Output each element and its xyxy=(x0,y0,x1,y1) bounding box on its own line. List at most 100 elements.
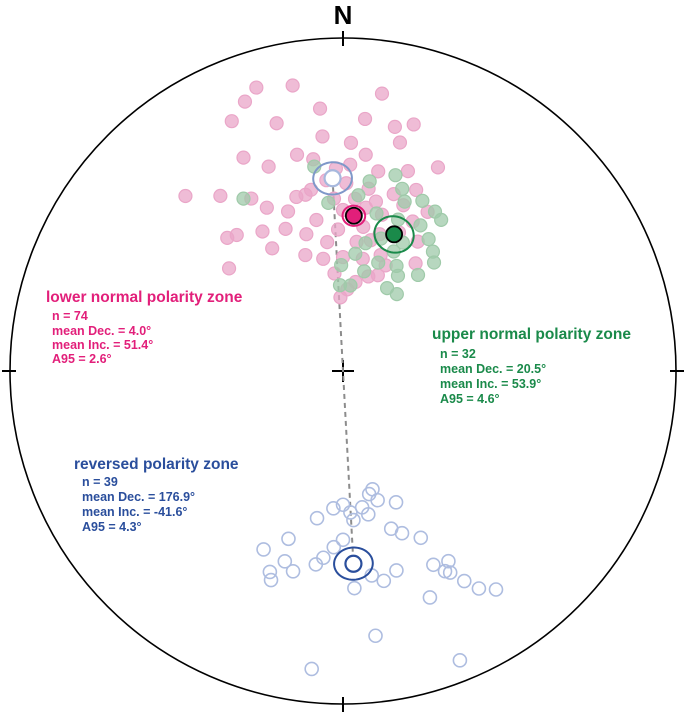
lower-normal-site-point xyxy=(330,222,346,237)
upper-normal-site-point xyxy=(351,188,366,203)
reversed-site-point xyxy=(285,564,301,579)
lower-normal-site-point xyxy=(285,78,300,93)
lower-normal-site-point xyxy=(371,164,386,179)
lower-normal-site-point xyxy=(249,80,264,95)
lower-normal-mean-marker xyxy=(344,206,363,225)
lower-normal-site-point xyxy=(320,235,335,250)
lower-normal-site-point xyxy=(289,189,304,205)
lower-normal-site-point xyxy=(343,135,359,150)
upper-normal-site-point xyxy=(426,255,442,270)
lower-normal-site-point xyxy=(236,150,251,165)
upper-normal-site-point xyxy=(358,236,373,251)
upper-normal-n: n = 32 xyxy=(440,347,476,361)
lower-normal-site-point xyxy=(298,247,313,263)
reversed-site-point xyxy=(365,481,380,497)
upper-normal-site-point xyxy=(362,174,377,189)
upper-normal-site-point xyxy=(379,281,395,296)
lower-normal-site-point xyxy=(224,114,239,129)
upper-normal-site-point xyxy=(413,218,428,233)
mean-direction-link xyxy=(331,178,355,564)
lower-normal-site-point xyxy=(309,212,324,228)
reversed-site-point xyxy=(376,573,392,589)
reversed-site-point xyxy=(471,581,487,596)
lower-normal-site-point xyxy=(265,241,280,256)
reversed-site-point xyxy=(309,510,325,526)
lower-normal-site-point xyxy=(392,135,408,150)
lower-normal-site-point xyxy=(409,182,424,198)
lower-normal-site-point xyxy=(312,101,328,116)
lower-normal-site-point xyxy=(278,221,293,236)
reversed-site-point xyxy=(426,557,441,573)
upper-normal-site-point xyxy=(321,195,336,210)
reversed-site-point xyxy=(488,582,504,597)
reversed-site-point xyxy=(256,542,271,557)
lower-normal-site-point xyxy=(357,111,373,127)
reversed-site-point xyxy=(304,661,319,677)
reversed-antipode-confidence-circle xyxy=(312,161,353,196)
lower-normal-site-point xyxy=(333,290,348,305)
reversed-site-point xyxy=(347,580,362,596)
lower-normal-site-point xyxy=(178,188,193,204)
reversed-site-point xyxy=(389,563,404,578)
reversed-site-point xyxy=(263,572,279,588)
upper-normal-mean-marker xyxy=(385,225,404,244)
lower-normal-site-point xyxy=(315,129,330,144)
reversed-title: reversed polarity zone xyxy=(74,456,239,473)
lower-normal-site-point xyxy=(374,86,390,101)
lower-normal-site-point xyxy=(261,159,276,174)
lower-normal-site-point xyxy=(430,160,446,175)
upper-normal-site-point xyxy=(348,246,363,261)
mean-directions xyxy=(312,161,415,581)
lower-normal-site-point xyxy=(400,164,416,179)
lower-normal-site-point xyxy=(408,256,423,271)
upper-normal-site-point xyxy=(332,278,348,293)
lower-normal-site-point xyxy=(280,204,296,219)
upper-normal-site-point xyxy=(415,193,430,208)
legend-reversed: reversed polarity zone n = 39 mean Dec. … xyxy=(74,456,239,534)
legend-upper-normal: upper normal polarity zone n = 32 mean D… xyxy=(432,326,631,406)
upper-normal-site-point xyxy=(369,206,384,221)
lower-normal-site-point xyxy=(213,188,228,203)
data-points xyxy=(178,78,504,677)
upper-normal-site-point xyxy=(236,191,251,206)
lower-normal-site-point xyxy=(229,227,244,243)
lower-normal-site-point xyxy=(368,194,384,209)
upper-normal-site-point xyxy=(434,212,449,227)
reversed-a95: A95 = 4.3° xyxy=(82,520,142,534)
upper-normal-site-point xyxy=(421,232,436,247)
reversed-site-point xyxy=(368,628,383,644)
lower-normal-site-point xyxy=(316,251,331,266)
upper-normal-site-point xyxy=(388,168,403,183)
upper-normal-site-point xyxy=(395,181,410,196)
lower-normal-inc: mean Inc. = 51.4° xyxy=(52,338,153,352)
reversed-site-point xyxy=(335,532,351,548)
reversed-site-point xyxy=(383,521,399,537)
lower-normal-site-point xyxy=(406,117,421,132)
lower-normal-site-point xyxy=(237,94,253,109)
upper-normal-inc: mean Inc. = 53.9° xyxy=(440,377,541,391)
lower-normal-site-point xyxy=(269,116,284,131)
reversed-site-point xyxy=(346,512,361,528)
lower-normal-n: n = 74 xyxy=(52,309,88,323)
upper-normal-site-point xyxy=(397,194,412,209)
upper-normal-confidence-circle xyxy=(373,215,415,254)
reversed-site-point xyxy=(456,573,472,589)
reversed-site-point xyxy=(316,550,331,566)
upper-normal-site-point xyxy=(389,258,404,274)
reversed-site-point xyxy=(335,497,351,513)
lower-normal-site-point xyxy=(289,147,305,162)
lower-normal-site-point xyxy=(255,224,270,239)
lower-normal-site-point xyxy=(299,227,314,242)
reversed-antipode-mean-marker xyxy=(323,169,342,188)
reversed-site-point xyxy=(281,531,296,547)
reversed-site-point xyxy=(326,539,342,555)
lower-normal-confidence-circle xyxy=(341,204,367,227)
upper-normal-site-point xyxy=(371,255,386,270)
upper-normal-dec: mean Dec. = 20.5° xyxy=(440,362,546,376)
reversed-dec: mean Dec. = 176.9° xyxy=(82,490,195,504)
reversed-site-point xyxy=(388,494,404,510)
reversed-site-point xyxy=(437,563,453,579)
reversed-site-point xyxy=(441,553,456,569)
reversed-mean-marker xyxy=(344,554,363,573)
north-label: N xyxy=(334,0,353,30)
